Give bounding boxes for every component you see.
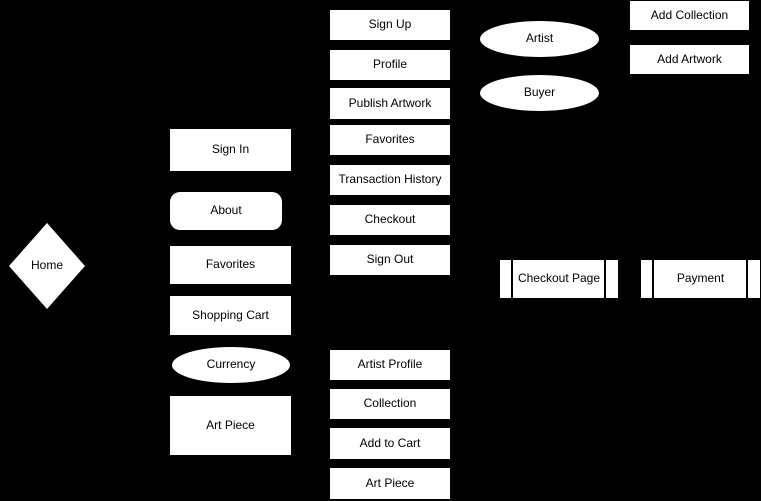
node-favorites-account[interactable]: Favorites <box>330 125 450 155</box>
node-sign-in[interactable]: Sign In <box>170 129 291 171</box>
node-shopping-cart[interactable]: Shopping Cart <box>170 296 291 335</box>
node-art-piece-main[interactable]: Art Piece <box>170 396 291 455</box>
node-checkout-page[interactable]: Checkout Page <box>500 260 618 298</box>
node-currency[interactable]: Currency <box>172 347 290 383</box>
node-favorites-main[interactable]: Favorites <box>170 246 291 284</box>
node-sign-out[interactable]: Sign Out <box>330 245 450 275</box>
node-add-artwork[interactable]: Add Artwork <box>630 45 749 74</box>
node-payment[interactable]: Payment <box>641 260 760 298</box>
node-art-piece-detail[interactable]: Art Piece <box>330 468 450 499</box>
node-artist-profile[interactable]: Artist Profile <box>330 350 450 380</box>
node-add-collection[interactable]: Add Collection <box>630 1 749 30</box>
node-buyer[interactable]: Buyer <box>480 75 599 111</box>
node-about[interactable]: About <box>170 192 282 230</box>
node-transaction-history[interactable]: Transaction History <box>330 165 450 195</box>
node-checkout[interactable]: Checkout <box>330 205 450 235</box>
node-profile[interactable]: Profile <box>330 50 450 80</box>
node-publish-artwork[interactable]: Publish Artwork <box>330 88 450 119</box>
node-home[interactable]: Home <box>9 223 85 309</box>
node-artist[interactable]: Artist <box>480 21 599 57</box>
node-collection[interactable]: Collection <box>330 389 450 419</box>
node-sign-up[interactable]: Sign Up <box>330 10 450 40</box>
node-add-to-cart[interactable]: Add to Cart <box>330 428 450 459</box>
